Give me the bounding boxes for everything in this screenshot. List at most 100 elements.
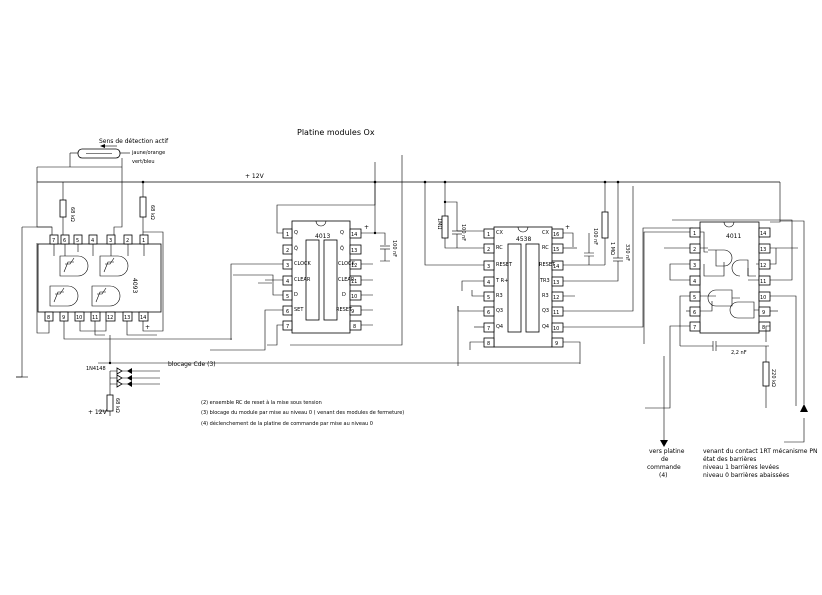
svg-text:9: 9 xyxy=(555,341,558,347)
svg-text:2: 2 xyxy=(126,238,129,244)
resistor-68k-left2-value: 68 kΩ xyxy=(149,205,155,220)
cap-4538c-value: 330 nF xyxy=(624,244,630,261)
diode-label: 1N4148 xyxy=(86,366,106,372)
svg-text:T R+: T R+ xyxy=(495,278,508,284)
sensor-wire1-label: jaune/orange xyxy=(131,150,165,156)
note-2: (2) ensemble RC de reset à la mise sous … xyxy=(201,399,322,406)
resistor-68k-left2 xyxy=(139,196,147,218)
svg-text:TR3: TR3 xyxy=(539,278,550,284)
resistor-1mohm-4538b-value: 1 MΩ xyxy=(609,242,615,255)
svg-text:11: 11 xyxy=(92,315,98,321)
svg-text:Q3: Q3 xyxy=(542,308,549,314)
svg-text:10: 10 xyxy=(760,295,766,301)
svg-text:2: 2 xyxy=(286,248,289,254)
cap-4538b-value: 100 nF xyxy=(592,228,598,245)
svg-text:11: 11 xyxy=(760,279,766,285)
svg-text:8: 8 xyxy=(487,341,490,347)
svg-text:1: 1 xyxy=(693,231,696,237)
nand-gate-2 xyxy=(99,255,129,277)
svg-text:Q̄: Q̄ xyxy=(340,245,344,252)
svg-text:8: 8 xyxy=(47,315,50,321)
bottom-12v-label: + 12V xyxy=(88,409,108,416)
svg-text:2: 2 xyxy=(487,247,490,253)
chip-4013-body xyxy=(291,220,351,334)
nand-gate-a xyxy=(708,249,733,267)
svg-text:+: + xyxy=(565,224,570,231)
svg-text:6: 6 xyxy=(286,309,289,315)
svg-text:4: 4 xyxy=(693,279,696,285)
resistor-220k xyxy=(762,361,770,387)
chip-4538-body xyxy=(493,226,553,348)
svg-text:CLEAR: CLEAR xyxy=(294,277,311,283)
chip-4013-label: 4013 xyxy=(315,233,330,240)
svg-text:Q̄: Q̄ xyxy=(294,245,298,252)
top-12v-label: + 12V xyxy=(245,173,265,180)
svg-text:7: 7 xyxy=(487,326,490,332)
nand-gate-4 xyxy=(91,285,121,307)
resistor-68k-bottom xyxy=(106,394,114,412)
sensor-wire2-label: vert/bleu xyxy=(132,159,155,165)
svg-text:7: 7 xyxy=(52,238,55,244)
svg-text:+: + xyxy=(364,224,369,231)
chip-4538-label: 4538 xyxy=(516,236,531,243)
svg-text:RESET: RESET xyxy=(496,262,513,268)
svg-text:7: 7 xyxy=(286,324,289,330)
input-line xyxy=(784,418,805,443)
svg-text:6: 6 xyxy=(693,310,696,316)
svg-text:Q4: Q4 xyxy=(542,324,549,330)
svg-text:R3: R3 xyxy=(542,293,549,299)
input-info-2: état des barrières xyxy=(703,456,756,463)
nand-gate-3 xyxy=(49,285,79,307)
svg-text:D: D xyxy=(294,292,298,298)
output-label-1: vers platine xyxy=(649,448,685,455)
svg-text:13: 13 xyxy=(553,280,559,286)
svg-text:14: 14 xyxy=(553,264,559,270)
resistor-1mohm-4538b xyxy=(601,211,609,239)
svg-text:11: 11 xyxy=(351,279,357,285)
svg-text:3: 3 xyxy=(487,264,490,270)
resistor-68k-left1 xyxy=(59,199,67,218)
svg-text:CX: CX xyxy=(542,230,549,236)
svg-text:8: 8 xyxy=(762,325,765,331)
svg-text:13: 13 xyxy=(760,247,766,253)
svg-text:6: 6 xyxy=(487,310,490,316)
chip-4011-body xyxy=(699,221,760,334)
chip-4011: 4011 1 2 3 4 5 6 7 14 13 12 11 10 9 8 xyxy=(689,221,771,334)
resistor-1mohm-4538-value: 1MΩ xyxy=(436,218,442,229)
svg-text:12: 12 xyxy=(351,263,357,269)
diode-3 xyxy=(116,380,123,388)
svg-text:10: 10 xyxy=(553,326,559,332)
chip-4093-label: 4093 xyxy=(131,278,138,293)
svg-text:5: 5 xyxy=(693,295,696,301)
svg-text:RC: RC xyxy=(542,245,549,251)
resistor-220k-value: 220 kΩ xyxy=(770,369,776,387)
svg-text:Q: Q xyxy=(294,230,298,236)
chip-4093-body xyxy=(37,243,162,313)
output-arrow-icon xyxy=(660,440,668,447)
svg-text:10: 10 xyxy=(76,315,82,321)
svg-text:R3: R3 xyxy=(496,293,503,299)
svg-text:12: 12 xyxy=(107,315,113,321)
svg-text:10: 10 xyxy=(351,294,357,300)
input-arrow-icon xyxy=(800,404,808,412)
input-info-4: niveau 0 barrières abaissées xyxy=(703,472,789,479)
schematic-title: Platine modules Ox xyxy=(297,128,375,137)
output-label-3: commande xyxy=(647,464,681,471)
svg-text:9: 9 xyxy=(62,315,65,321)
svg-text:13: 13 xyxy=(351,248,357,254)
diode-2 xyxy=(116,374,123,382)
svg-text:3: 3 xyxy=(286,263,289,269)
svg-text:15: 15 xyxy=(553,247,559,253)
svg-text:12: 12 xyxy=(553,295,559,301)
svg-text:4: 4 xyxy=(487,280,490,286)
svg-text:4: 4 xyxy=(286,279,289,285)
svg-text:9: 9 xyxy=(351,309,354,315)
svg-text:1: 1 xyxy=(487,232,490,238)
svg-text:5: 5 xyxy=(286,294,289,300)
cap-4013-value: 100 nF xyxy=(391,240,397,257)
svg-text:+: + xyxy=(145,324,150,331)
svg-text:RESET: RESET xyxy=(539,262,556,268)
svg-text:Q4: Q4 xyxy=(496,324,503,330)
nand-gate-c xyxy=(707,289,733,307)
